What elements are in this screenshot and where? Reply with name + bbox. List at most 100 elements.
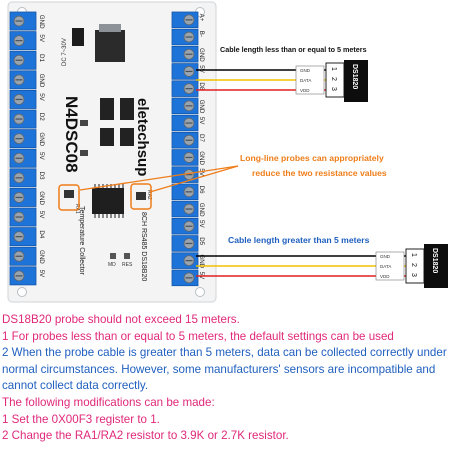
chip-leg bbox=[122, 214, 124, 218]
pin-label: D4 bbox=[38, 230, 45, 238]
pin-label: GND bbox=[198, 203, 205, 217]
pin-label: GND bbox=[198, 48, 205, 62]
pin-label: D6 bbox=[198, 186, 205, 194]
probe-long-caption: Cable length greater than 5 meters bbox=[228, 235, 370, 245]
capacitor bbox=[72, 28, 84, 46]
wire-label-data: DATA bbox=[380, 264, 391, 269]
pin-label: GND bbox=[198, 100, 205, 114]
resistor-ra1-label: RA1 bbox=[74, 204, 80, 214]
pin-label: D3 bbox=[38, 172, 45, 180]
chip-leg bbox=[110, 214, 112, 218]
note-short-probe: 1 For probes less than or equal to 5 met… bbox=[2, 329, 394, 343]
pin-label: GND bbox=[38, 250, 45, 264]
pin-label: D7 bbox=[198, 134, 205, 142]
voltage-regulator bbox=[95, 30, 125, 62]
note-modification-2: 2 Change the RA1/RA2 resistor to 3.9K or… bbox=[2, 429, 289, 443]
chip-leg bbox=[114, 184, 116, 188]
pin-label: 5V bbox=[198, 168, 205, 176]
resistor-ra1 bbox=[64, 190, 74, 198]
callout-arrow bbox=[79, 165, 239, 191]
diode bbox=[120, 98, 134, 120]
chip-leg bbox=[94, 184, 96, 188]
regulator-tab bbox=[99, 24, 121, 32]
pin-label: 3 bbox=[330, 87, 337, 91]
wire-label-box bbox=[295, 65, 325, 95]
chip-leg bbox=[118, 184, 120, 188]
led-res bbox=[124, 253, 130, 259]
power-label: DC 7~30V bbox=[62, 38, 68, 66]
diode bbox=[100, 128, 114, 146]
wire-label-gnd: GND bbox=[300, 68, 311, 73]
board-model: N4DSC08 bbox=[62, 96, 81, 173]
pin-label: GND bbox=[198, 151, 205, 165]
pin-label: 5V bbox=[38, 270, 45, 278]
pin-label: GND bbox=[38, 15, 45, 29]
pin-label: GND bbox=[38, 132, 45, 146]
pin-label: B- bbox=[198, 31, 205, 37]
probe-short-caption: Cable length less than or equal to 5 met… bbox=[220, 45, 367, 54]
pin-label: A+ bbox=[198, 14, 205, 22]
pin-label: GND bbox=[38, 74, 45, 88]
chip-leg bbox=[102, 214, 104, 218]
board-brand: eletechsup bbox=[134, 98, 151, 176]
chip-leg bbox=[110, 184, 112, 188]
wire-label-vdd: VDD bbox=[380, 274, 390, 279]
pin-label: D8 bbox=[198, 82, 205, 90]
callout-arrow bbox=[149, 165, 239, 193]
pin-label: D1 bbox=[38, 54, 45, 62]
pin-label: 5V bbox=[198, 220, 205, 228]
led-md-label: MD bbox=[108, 262, 116, 268]
pin-label: 2 bbox=[410, 263, 417, 267]
pin-label: 2 bbox=[330, 77, 337, 81]
wire-label-box bbox=[375, 251, 405, 281]
ds1820-sensor bbox=[424, 244, 448, 288]
pin-label: 5V bbox=[38, 152, 45, 160]
note-modification-1: 1 Set the 0X00F3 register to 1. bbox=[2, 412, 160, 426]
chip-leg bbox=[98, 214, 100, 218]
pin-label: 5V bbox=[38, 93, 45, 101]
pin-label: 1 bbox=[330, 67, 337, 71]
callout-line-1: Long-line probes can appropriately bbox=[240, 153, 384, 163]
smd-part bbox=[80, 150, 88, 156]
sensor-label: DS1820 bbox=[431, 248, 438, 273]
wire-label-gnd: GND bbox=[380, 254, 391, 259]
wire-label-data: DATA bbox=[300, 78, 311, 83]
chip-leg bbox=[98, 184, 100, 188]
chip-leg bbox=[118, 214, 120, 218]
wire-label-vdd: VDD bbox=[300, 88, 310, 93]
note-limit: DS18B20 probe should not exceed 15 meter… bbox=[2, 313, 240, 326]
chip-leg bbox=[114, 214, 116, 218]
pin-label: 1 bbox=[410, 253, 417, 257]
diode bbox=[100, 98, 114, 120]
smd-part bbox=[80, 120, 88, 126]
pin-label: GND bbox=[38, 191, 45, 205]
pin-label: 5V bbox=[38, 34, 45, 42]
right-terminal-block bbox=[171, 11, 199, 287]
led-md bbox=[110, 253, 116, 259]
resistor-ra2-label: RA2 bbox=[146, 190, 152, 200]
sensor-label: DS1820 bbox=[351, 64, 358, 89]
ra1-highlight bbox=[58, 184, 80, 211]
mount-hole bbox=[195, 287, 205, 297]
pin-label: 5V bbox=[198, 117, 205, 125]
ds1820-sensor bbox=[344, 60, 368, 102]
board-subtitle: Temperature Collector bbox=[78, 206, 85, 276]
note-modifications-heading: The following modifications can be made: bbox=[2, 395, 215, 409]
left-terminal-block bbox=[9, 11, 37, 286]
chip-leg bbox=[122, 184, 124, 188]
led-res-label: RES bbox=[122, 262, 133, 268]
chip-leg bbox=[106, 214, 108, 218]
diode bbox=[120, 128, 134, 146]
ra2-highlight bbox=[130, 183, 152, 210]
callout-line-2: reduce the two resistance values bbox=[252, 168, 387, 178]
mount-hole bbox=[17, 287, 27, 297]
chip-leg bbox=[94, 214, 96, 218]
mcu-chip bbox=[92, 188, 124, 214]
pcb-board bbox=[7, 1, 217, 303]
resistor-ra2 bbox=[136, 192, 146, 200]
note-long-probe: 2 When the probe cable is greater than 5… bbox=[2, 346, 447, 393]
board-bus-label: 8CH RS485 DS18B20 bbox=[140, 212, 147, 281]
pin-label: GND bbox=[198, 254, 205, 268]
